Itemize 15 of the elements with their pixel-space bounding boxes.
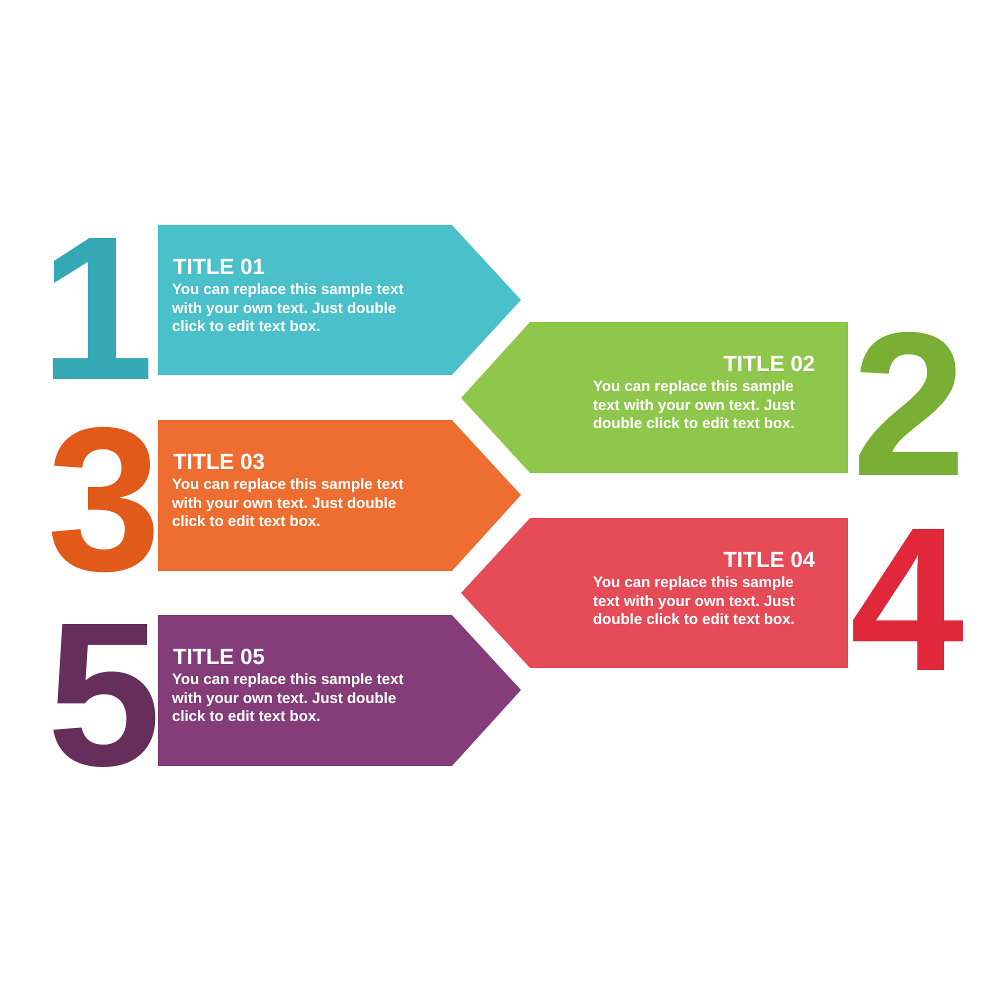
step-number: 1 <box>40 230 154 387</box>
body-text: You can replace this sample text with your own text. Just double click to edit text box. <box>172 476 404 532</box>
title-text: TITLE 04 <box>723 548 815 572</box>
step-number: 3 <box>47 421 162 578</box>
body-text: You can replace this sample text with your own text. Just double click to edit text box. <box>593 574 796 630</box>
title-text: TITLE 03 <box>173 450 265 474</box>
step-number: 4 <box>850 521 964 678</box>
title-text: TITLE 01 <box>173 255 265 279</box>
step-number: 5 <box>47 616 162 773</box>
title-text: TITLE 05 <box>173 645 265 669</box>
body-text: You can replace this sample text with your own text. Just double click to edit text box. <box>593 378 796 434</box>
title-text: TITLE 02 <box>723 352 815 376</box>
body-text: You can replace this sample text with your own text. Just double click to edit text box. <box>172 281 404 336</box>
body-text: You can replace this sample text with your own text. Just double click to edit text box. <box>172 671 404 726</box>
step-number: 2 <box>852 326 966 483</box>
